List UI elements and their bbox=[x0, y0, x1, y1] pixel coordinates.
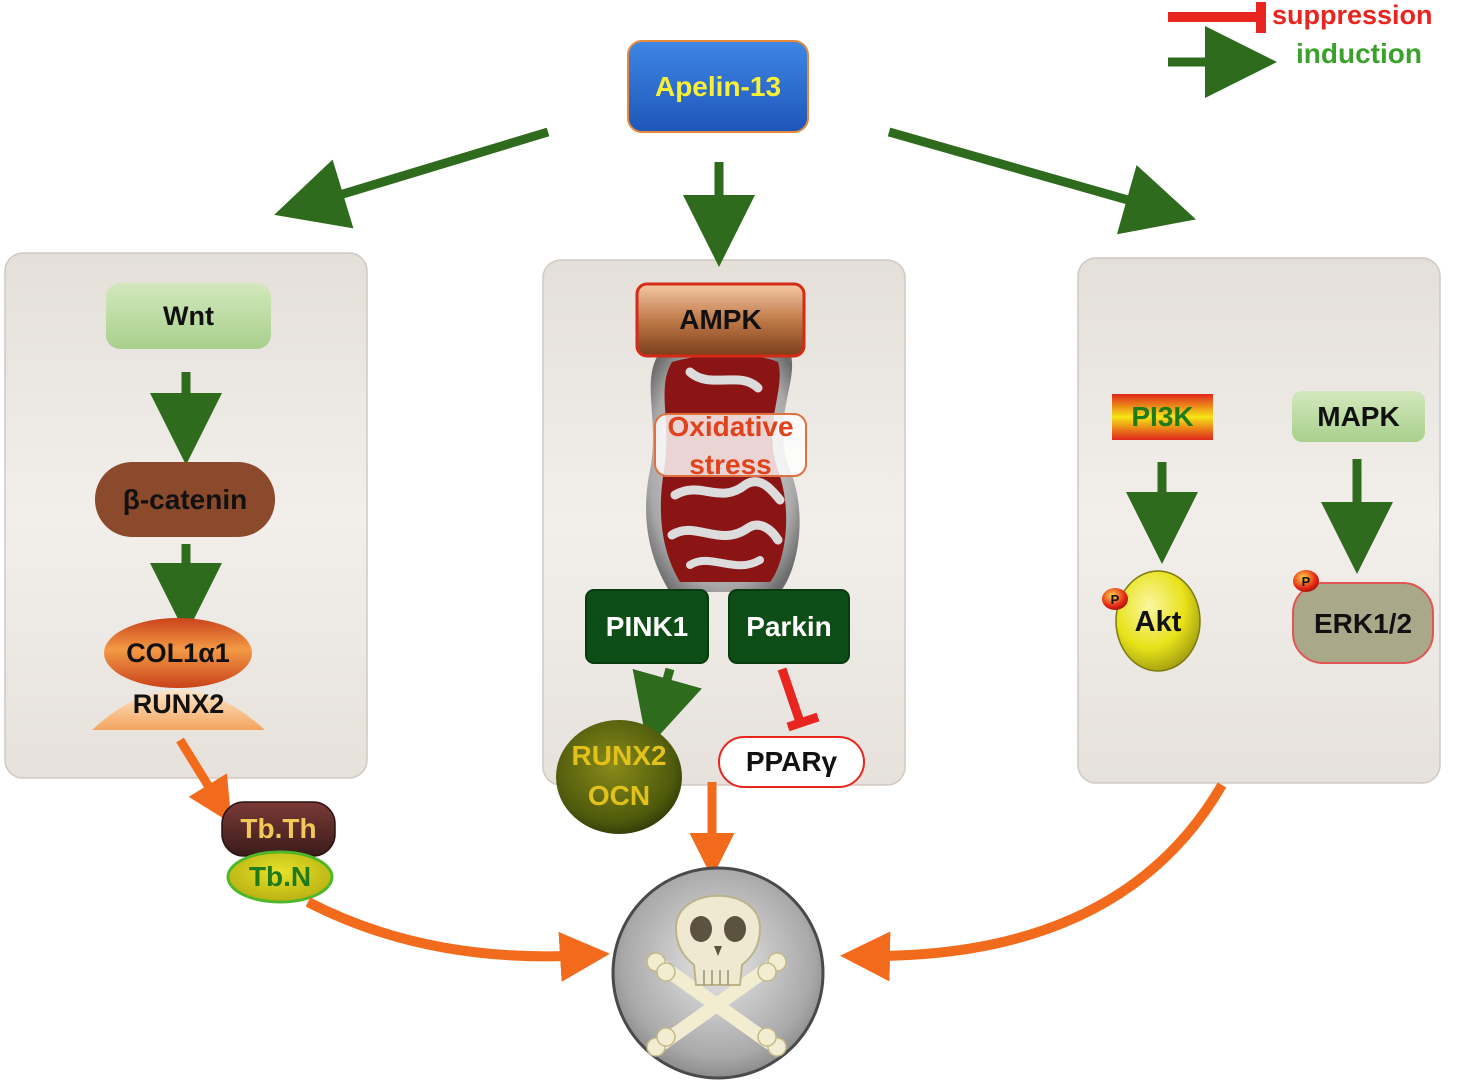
parkin-box bbox=[728, 589, 850, 664]
runx2-ocn-circle bbox=[556, 720, 682, 834]
parkin-inhibit-line bbox=[777, 667, 805, 724]
akt-label: Akt bbox=[1134, 605, 1182, 638]
runx2-shape bbox=[92, 690, 265, 730]
col1a1-shape bbox=[104, 618, 252, 688]
tb-n-ellipse bbox=[226, 850, 334, 904]
legend bbox=[1168, 2, 1277, 98]
akt-phospho-label: P bbox=[1110, 591, 1120, 607]
ppar-label: PPARγ bbox=[745, 746, 838, 777]
erk-box bbox=[1292, 582, 1434, 664]
apelin-to-left-arrow bbox=[274, 127, 550, 229]
legend-induction-label: induction bbox=[1296, 38, 1422, 69]
pink1-box bbox=[585, 589, 709, 664]
right-panel bbox=[1077, 257, 1441, 784]
col1a1-label: COL1α1 bbox=[126, 637, 230, 668]
akt-phospho-dot bbox=[1102, 588, 1128, 610]
tb-to-bone-arrow bbox=[305, 897, 610, 982]
runx2-label: RUNX2 bbox=[132, 688, 225, 719]
erk-phospho-label: P bbox=[1301, 573, 1311, 589]
erk-phospho-dot bbox=[1293, 570, 1319, 592]
ppar-box bbox=[718, 736, 865, 788]
tb-th-label: Tb.Th bbox=[240, 813, 317, 844]
oxidative-stress-label-2: stress bbox=[689, 449, 772, 480]
erk-label: ERK1/2 bbox=[1313, 608, 1413, 639]
akt-circle bbox=[1115, 570, 1201, 672]
beta-catenin-box bbox=[95, 462, 275, 537]
apelin-label: Apelin-13 bbox=[654, 70, 782, 102]
pi3k-label: PI3K bbox=[1131, 401, 1194, 432]
pink1-arrow bbox=[632, 667, 702, 748]
runx2-to-tb-arrow bbox=[176, 737, 232, 824]
beta-catenin-label: β-catenin bbox=[122, 483, 248, 515]
tb-n-label: Tb.N bbox=[248, 861, 312, 892]
mapk-label: MAPK bbox=[1317, 400, 1400, 432]
oxidative-stress-box bbox=[654, 413, 807, 477]
pi3k-box bbox=[1112, 394, 1213, 440]
wnt-label: Wnt bbox=[163, 300, 214, 331]
runx2-ocn-label-2: OCN bbox=[587, 780, 651, 811]
pink1-label: PINK1 bbox=[605, 610, 689, 642]
apelin-to-right-arrow bbox=[887, 127, 1196, 235]
parkin-inhibit-bar bbox=[786, 712, 820, 732]
right-to-bone-arrow bbox=[840, 782, 1227, 982]
ampk-label: AMPK bbox=[679, 304, 762, 335]
ampk-box bbox=[635, 282, 806, 358]
runx2-ocn-label-1: RUNX2 bbox=[571, 740, 667, 771]
oxidative-stress-label-1: Oxidative bbox=[667, 411, 794, 442]
parkin-label: Parkin bbox=[746, 610, 832, 642]
wnt-box bbox=[106, 283, 271, 349]
bone-loss-icon bbox=[611, 866, 825, 1080]
legend-suppression-label: suppression bbox=[1272, 0, 1433, 30]
mapk-box bbox=[1292, 391, 1425, 442]
apelin-box bbox=[627, 40, 809, 133]
